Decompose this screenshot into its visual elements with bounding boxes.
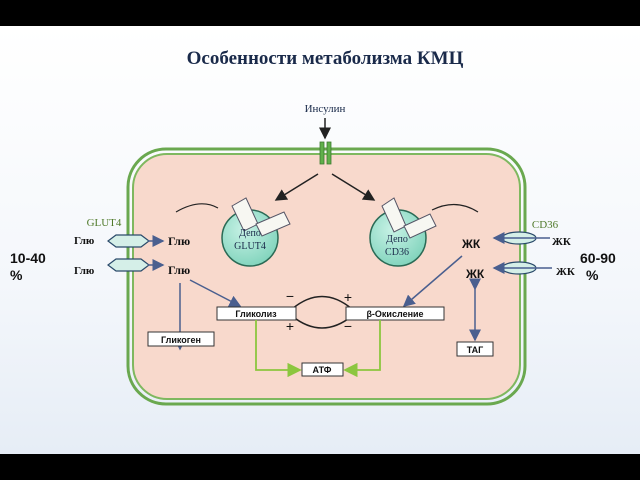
glucose-share-value: 10-40 xyxy=(10,250,46,266)
cd36-recycle-curve xyxy=(431,203,479,213)
fatty-acid-share-value: 60-90 xyxy=(580,250,616,266)
beta-oxidation-box xyxy=(345,306,445,321)
cd36-label: CD36 xyxy=(532,219,559,231)
insulin-label: Инсулин xyxy=(305,103,346,115)
fatty-acid-outside-1: ЖК xyxy=(552,236,571,248)
page-title: Особенности метаболизма КМЦ xyxy=(187,48,464,69)
tag-label: ТАГ xyxy=(467,345,484,355)
glucose-inside-2: Глю xyxy=(168,263,190,277)
randle-plus-bottom: + xyxy=(286,318,294,334)
depot-glut4-line2: GLUT4 xyxy=(234,241,266,252)
glut4-vesicle-right xyxy=(255,211,291,237)
glucose-inside-1: Глю xyxy=(168,234,190,248)
beta-oxidation-to-atp-arrow xyxy=(343,320,381,378)
glycogen-box xyxy=(147,331,215,347)
fatty-acid-to-beta-oxidation-arrow xyxy=(402,255,463,307)
slide: Особенности метаболизма КМЦ Инсулин Депо… xyxy=(0,26,640,454)
glut4-label: GLUT4 xyxy=(87,217,122,229)
insulin-receptor-right xyxy=(326,141,332,165)
insulin-to-glut4-arrow xyxy=(274,173,319,201)
glucose-outside-2: Глю xyxy=(74,265,94,277)
depot-cd36-line2: CD36 xyxy=(385,247,409,258)
glycolysis-to-atp-arrow xyxy=(255,320,302,378)
fatty-acid-outside-2: ЖК xyxy=(556,266,575,278)
glut4-transporter-2 xyxy=(107,258,150,272)
insulin-receptor-left xyxy=(319,141,325,165)
glucose-outside-1: Глю xyxy=(74,235,94,247)
glycogen-label: Гликоген xyxy=(161,335,201,345)
glucose-share-unit: % xyxy=(10,267,23,283)
atp-box xyxy=(301,362,344,377)
tag-box xyxy=(456,341,494,357)
glut4-recycle-curve xyxy=(175,203,219,213)
fatty-acid-share-unit: % xyxy=(586,267,599,283)
depot-glut4-line1: Депо xyxy=(239,228,261,239)
beta-oxidation-label: β-Окисление xyxy=(366,309,423,319)
randle-minus-top: − xyxy=(286,288,294,304)
cell-outer-membrane xyxy=(126,147,527,406)
randle-plus-top: + xyxy=(344,289,352,305)
metabolism-diagram: Особенности метаболизма КМЦ Инсулин Депо… xyxy=(10,48,616,406)
depot-cd36-line1: Депо xyxy=(386,234,408,245)
cd36-vesicle-right xyxy=(403,213,437,239)
cell-body xyxy=(132,153,521,400)
atp-label: АТФ xyxy=(313,365,332,375)
glut4-transporter-1 xyxy=(107,234,150,248)
randle-cycle-top-arc xyxy=(291,295,353,310)
glucose-to-glycolysis-arrow xyxy=(189,279,242,307)
randle-minus-bottom: − xyxy=(344,318,352,334)
insulin-to-cd36-arrow xyxy=(331,173,376,201)
glycolysis-label: Гликолиз xyxy=(235,309,277,319)
fatty-acid-inside-2: ЖК xyxy=(465,267,485,281)
fatty-acid-inside-1: ЖК xyxy=(461,237,481,251)
